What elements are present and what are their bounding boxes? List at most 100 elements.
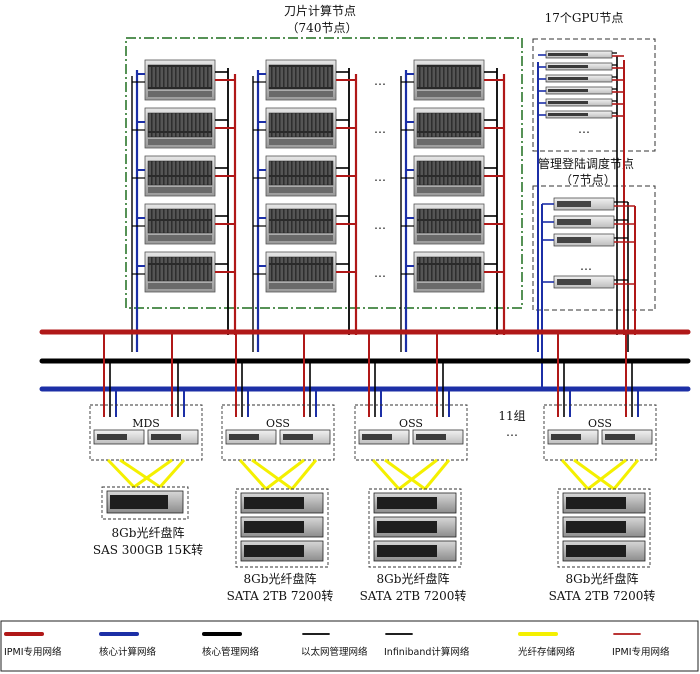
disk-array [101,486,189,520]
fiber-link [265,458,305,491]
legend-item: IPMI专用网络 [4,632,62,658]
storage-server [358,429,410,445]
svg-text:…: … [374,74,386,88]
legend-label: IPMI专用网络 [4,646,62,658]
gpu-node [538,98,624,107]
disk-array [557,488,651,568]
storage-groups-count: 11组 [498,409,525,423]
fiber-link [371,458,401,491]
fiber-link [423,459,451,490]
storage-server-frame [221,404,335,461]
storage-server-frame [354,404,468,461]
blade-chassis [253,251,356,293]
blade-column [400,59,506,352]
legend-item: 核心管理网络 [202,632,260,658]
storage-unit: OSS 8Gb光纤盘阵 SATA 2TB 7200转 [354,332,468,603]
disk-array [235,488,329,568]
mgmt-node [542,197,635,211]
fiber-link [106,458,136,489]
legend-item: 光纤存储网络 [518,632,576,658]
fiber-link [238,458,268,491]
legend: IPMI专用网络 核心计算网络 核心管理网络 以太网管理网络 Infiniband计算网… [0,620,699,672]
legend-label: 光纤存储网络 [518,646,576,658]
fiber-link [612,459,640,490]
legend-label: 核心管理网络 [202,646,260,658]
storage-server-label: OSS [399,417,423,430]
blade-group-frame [125,37,523,309]
fiber-link [133,458,173,489]
storage-server-frame [89,404,203,461]
blade-chassis [401,107,504,149]
gpu-group-frame [532,38,656,152]
mgmt-node [542,275,635,289]
disk-array-title: 8Gb光纤盘阵 [244,571,317,586]
gpu-node [538,62,624,71]
legend-item: 核心计算网络 [99,632,157,658]
gpu-node [538,110,624,119]
blade-chassis [401,251,504,293]
blade-chassis [253,59,356,101]
fiber-link [158,459,186,488]
mgmt-node [542,215,635,229]
disk-array-spec: SATA 2TB 7200转 [360,588,467,603]
blade-column [252,59,358,352]
gpu-node [538,50,624,59]
blade-chassis [132,59,235,101]
blade-group-title: 刀片计算节点 [284,3,356,18]
storage-server-label: OSS [266,417,290,430]
storage-server [601,429,653,445]
gpu-node-stack [537,50,625,352]
disk-array-title: 8Gb光纤盘阵 [112,525,185,540]
svg-text:…: … [374,266,386,280]
mgmt-group-title: 管理登陆调度节点 [538,156,634,171]
fiber-link [587,458,627,491]
fiber-link [119,458,161,489]
fiber-link [398,458,438,491]
legend-item: Infiniband计算网络 [384,633,470,658]
fiber-link [573,458,615,491]
blade-chassis [253,107,356,149]
disk-array-title: 8Gb光纤盘阵 [377,571,450,586]
legend-item: 以太网管理网络 [301,633,368,658]
storage-server-frame [543,404,657,461]
blade-column [131,59,237,352]
legend-label: 以太网管理网络 [301,646,368,658]
storage-unit: OSS 8Gb光纤盘阵 SATA 2TB 7200转 [221,332,335,603]
disk-array-spec: SATA 2TB 7200转 [227,588,334,603]
mgmt-ellipsis: … [580,259,592,273]
storage-groups-ellipsis: … [506,425,518,439]
blade-chassis [132,203,235,245]
svg-text:…: … [374,170,386,184]
backbone-buses [39,329,691,392]
gpu-group-title: 17个GPU节点 [545,11,624,25]
blade-chassis [132,251,235,293]
legend-label: Infiniband计算网络 [384,646,470,658]
disk-array-spec: SATA 2TB 7200转 [549,588,656,603]
gpu-ellipsis: … [578,122,590,136]
gpu-node [538,74,624,83]
legend-label: IPMI专用网络 [612,646,670,658]
blade-group-subtitle: （740节点） [287,21,358,35]
legend-label: 核心计算网络 [99,646,157,658]
blade-ellipsis: … … … … … [374,74,386,280]
blade-chassis [253,155,356,197]
storage-server-label: MDS [132,417,160,430]
legend-item: IPMI专用网络 [612,633,670,658]
svg-text:…: … [374,122,386,136]
fiber-link [384,458,426,491]
storage-server [412,429,464,445]
storage-server [93,429,145,445]
svg-text:…: … [374,218,386,232]
mgmt-group-frame [532,185,656,311]
disk-array-title: 8Gb光纤盘阵 [566,571,639,586]
storage-server [279,429,331,445]
blade-chassis-columns [131,59,506,352]
blade-chassis [401,155,504,197]
fiber-link [251,458,293,491]
blade-chassis [401,59,504,101]
blade-chassis [132,107,235,149]
